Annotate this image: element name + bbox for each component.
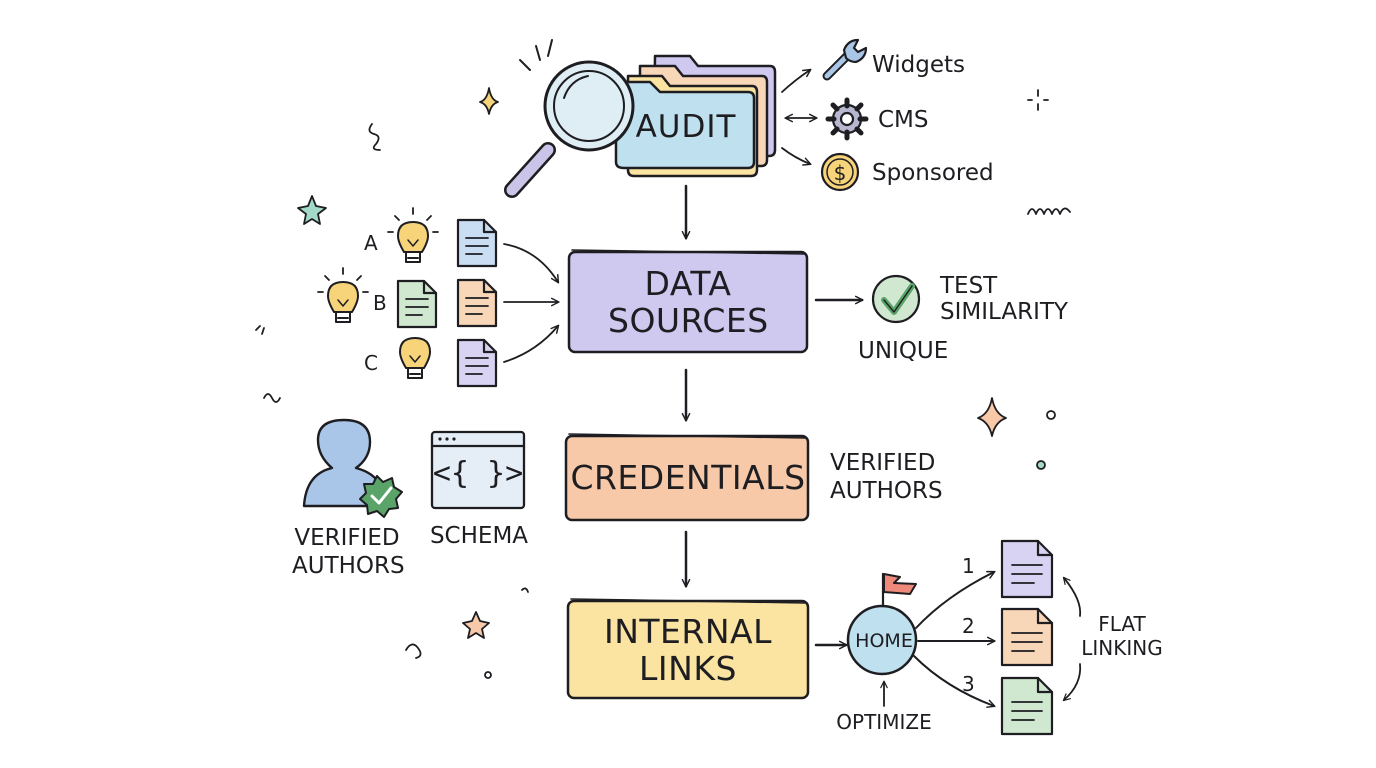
document-icon-a: [456, 218, 498, 268]
audit-folders-icon: [614, 54, 777, 178]
unique-label: UNIQUE: [858, 338, 949, 364]
home-node-icon: [846, 572, 918, 676]
input-b-label: B: [373, 291, 387, 315]
link-number-3: 3: [962, 672, 975, 696]
check-circle-icon: [871, 274, 921, 324]
lightbulb-icon-c: [399, 337, 431, 379]
internal-links-label: INTERNAL LINKS: [603, 612, 772, 688]
input-c-label: C: [364, 351, 378, 375]
gear-icon: [825, 97, 869, 141]
document-icon-c: [456, 338, 498, 388]
lightbulb-icon-a: [387, 207, 439, 263]
widgets-label: Widgets: [872, 52, 965, 78]
sponsored-label: Sponsored: [872, 160, 994, 186]
document-icon-b-green: [396, 279, 438, 329]
verified-author-icon: [302, 418, 403, 518]
document-icon-2: [1000, 607, 1054, 667]
schema-code-glyph: <{ }>: [432, 456, 524, 491]
document-icon-1: [1000, 539, 1054, 599]
optimize-label: OPTIMIZE: [836, 710, 932, 734]
code-window-icon: [430, 430, 526, 510]
verified-authors-right-label: VERIFIED AUTHORS: [830, 450, 943, 504]
cms-label: CMS: [878, 107, 929, 133]
wrench-icon: [822, 38, 868, 81]
data-sources-label: DATA SOURCES: [608, 264, 769, 340]
magnifier-icon: [504, 39, 635, 198]
link-number-1: 1: [962, 554, 975, 578]
input-a-label: A: [364, 231, 378, 255]
credentials-label: CREDENTIALS: [570, 458, 806, 497]
svg-text:$: $: [834, 161, 847, 185]
audit-label: AUDIT: [635, 109, 737, 145]
home-label: HOME: [855, 630, 913, 652]
verified-authors-left-label: VERIFIED AUTHORS: [292, 525, 405, 579]
document-icon-3: [1000, 676, 1054, 736]
flat-linking-label: FLAT LINKING: [1081, 612, 1163, 660]
test-similarity-label: TEST SIMILARITY: [940, 273, 1068, 325]
schema-label: SCHEMA: [429, 523, 529, 549]
lightbulb-icon-b: [317, 267, 369, 323]
document-icon-b-orange: [456, 278, 498, 328]
decorative-doodles: [255, 87, 1071, 679]
link-number-2: 2: [962, 614, 975, 638]
dollar-coin-icon: $: [820, 152, 860, 192]
